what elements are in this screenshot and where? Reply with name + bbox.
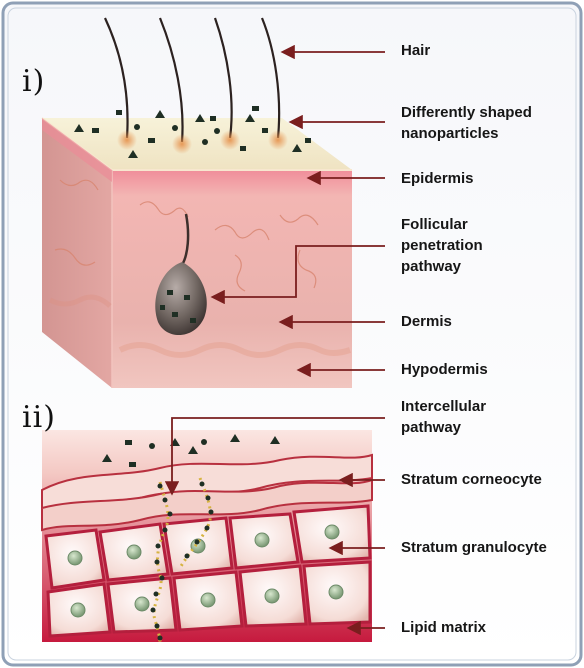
- label-epidermis: Epidermis: [401, 168, 474, 189]
- panel-label-i: i): [22, 64, 45, 99]
- label-follicular-pathway: Follicular penetration pathway: [401, 214, 483, 277]
- label-intercellular-pathway: Intercellular pathway: [401, 396, 486, 438]
- label-hypodermis: Hypodermis: [401, 359, 488, 380]
- label-hair: Hair: [401, 40, 430, 61]
- stratum-section: [42, 430, 372, 642]
- label-stratum-corneocyte: Stratum corneocyte: [401, 469, 542, 490]
- panel-label-ii: ii): [22, 400, 56, 435]
- label-nanoparticles: Differently shaped nanoparticles: [401, 102, 532, 144]
- label-stratum-granulocyte: Stratum granulocyte: [401, 537, 547, 558]
- label-lipid-matrix: Lipid matrix: [401, 617, 486, 638]
- label-dermis: Dermis: [401, 311, 452, 332]
